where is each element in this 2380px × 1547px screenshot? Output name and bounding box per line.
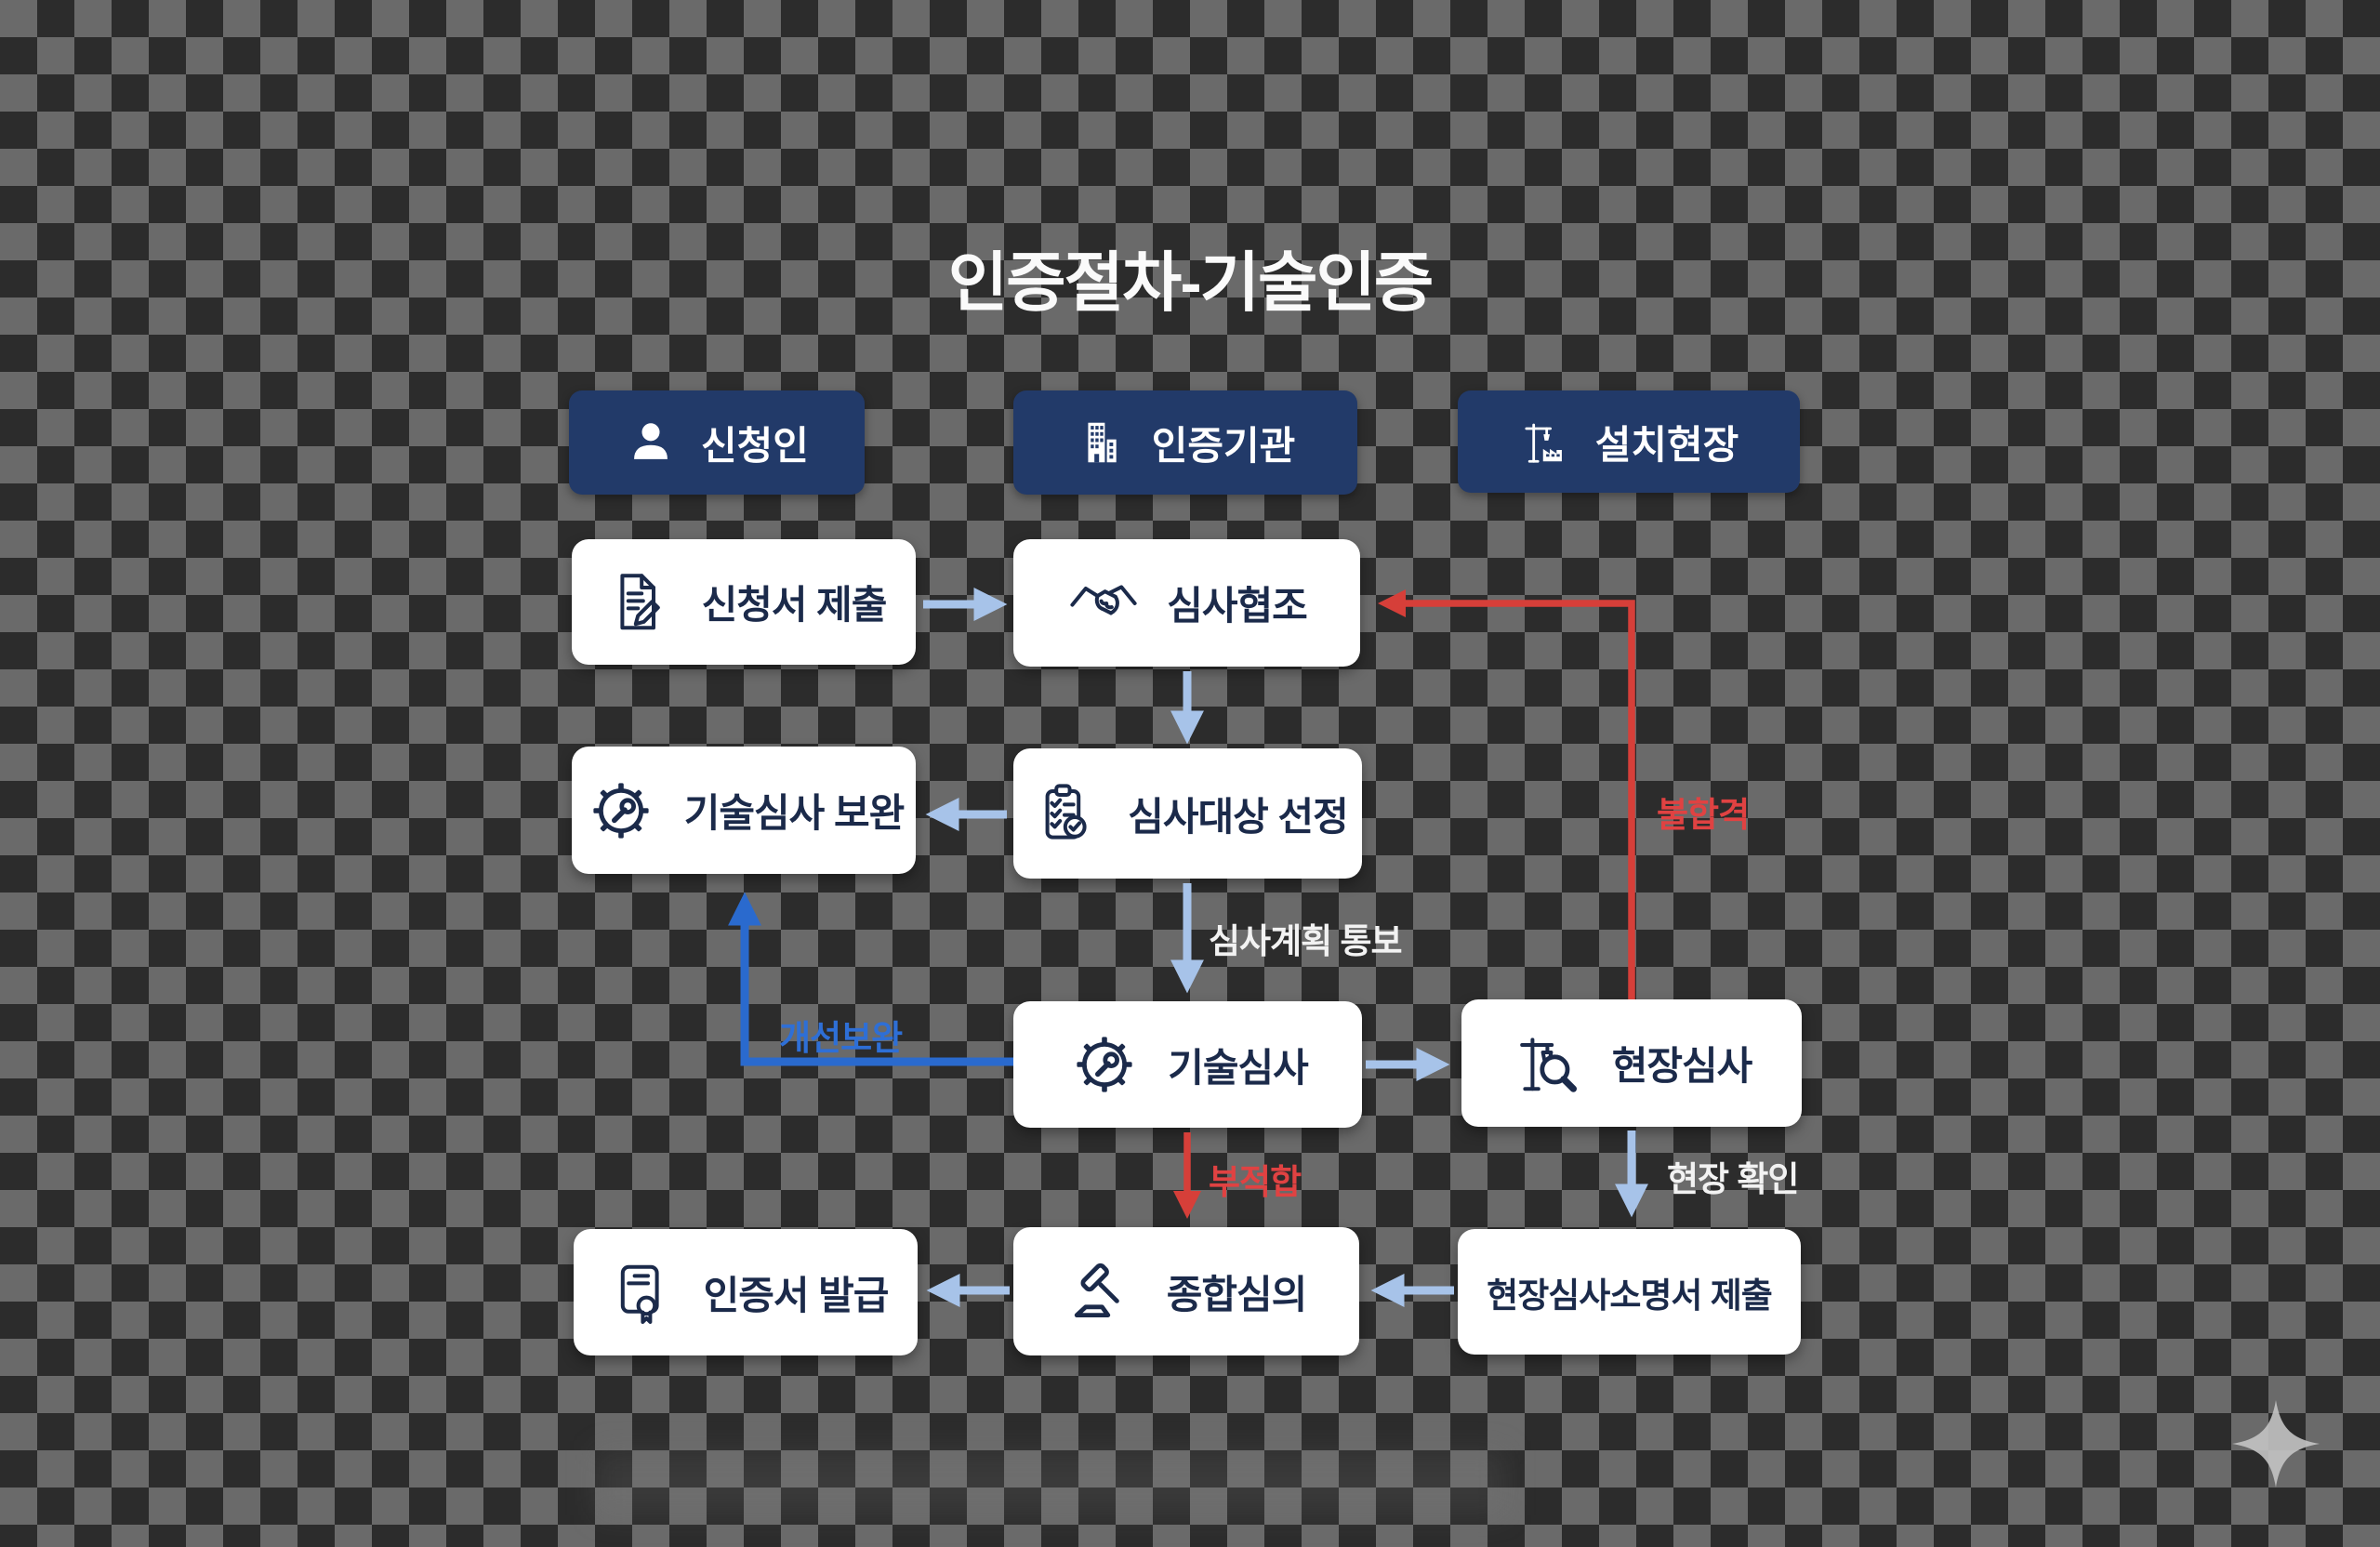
flow-node-label: 심사대상 선정 [1128,794,1349,839]
flow-node-label: 심사협조 [1167,584,1308,628]
flow-node-onsite-audit-statement-submission: 현장심사소명서 제출 [1458,1229,1801,1355]
sparkle-icon [2232,1400,2320,1488]
flow-node-audit-target-selection: 심사대상 선정 [1013,748,1362,879]
flow-node-label: 종합심의 [1166,1272,1308,1316]
flow-node-comprehensive-deliberation: 종합심의 [1013,1227,1359,1355]
column-badge-label: 인증기관 [1151,423,1296,468]
gear-wrench-icon [584,774,658,848]
blurred-watermark [595,1450,1506,1515]
arrow-fail-onsite-to-cooperation [1378,589,1635,999]
column-badge-applicant: 신청인 [569,390,865,495]
flow-node-label: 기술심사 [1168,1045,1309,1090]
flow-node-technical-review-supplement: 기술심사 보완 [572,747,916,874]
flow-node-onsite-audit: 현장심사 [1461,999,1802,1127]
flow-node-label: 기술심사 보완 [683,791,906,835]
flow-node-label: 인증서 발급 [703,1273,890,1317]
flow-node-application-submission: 신청서 제출 [572,539,916,665]
flow-node-label: 신청서 제출 [701,583,888,627]
column-badge-label: 신청인 [701,423,809,468]
flow-node-certificate-issuance: 인증서 발급 [574,1229,918,1355]
handshake-icon [1066,566,1141,641]
flow-node-label: 현장심사소명서 제출 [1487,1276,1773,1315]
edge-label-site-confirm: 현장 확인 [1667,1160,1799,1198]
flow-node-technical-review: 기술심사 [1013,1001,1362,1128]
building-icon [1076,416,1128,469]
column-badge-installation-site: 설치현장 [1458,390,1800,493]
crane-site-icon [1519,416,1571,468]
edge-label-plan-notice: 심사계획 통보 [1209,922,1403,960]
person-icon [625,416,677,469]
column-badge-certification-body: 인증기관 [1013,390,1357,495]
certificate-icon [603,1255,678,1329]
diagram-title: 인증절차-기술인증 [947,246,1435,319]
flow-node-label: 현장심사 [1611,1044,1753,1088]
edge-label-fail: 불합격 [1657,796,1750,834]
gavel-icon [1066,1254,1141,1329]
gear-wrench-icon [1067,1027,1142,1102]
clipboard-check-icon [1027,776,1102,851]
flow-node-audit-cooperation: 심사협조 [1013,539,1360,667]
crane-search-icon [1512,1026,1586,1101]
edge-label-nonconform: 부적합 [1209,1163,1302,1201]
document-edit-icon [602,565,676,640]
edge-label-improve: 개선보완 [779,1019,903,1057]
column-badge-label: 설치현장 [1594,422,1739,467]
